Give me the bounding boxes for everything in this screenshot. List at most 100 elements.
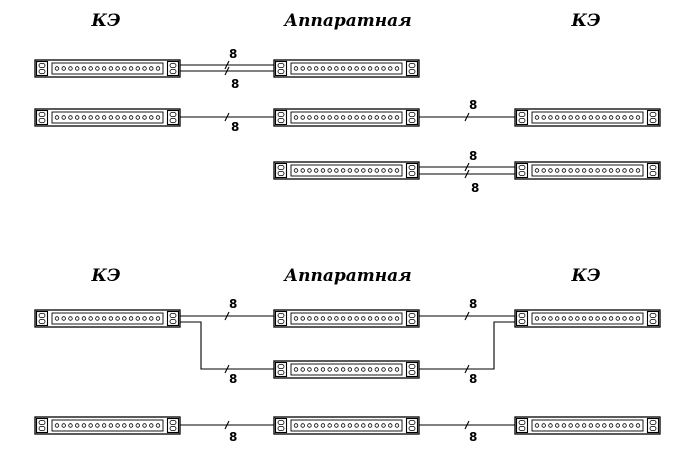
port-jack <box>361 168 366 173</box>
port-jack <box>88 423 93 428</box>
port-jack <box>534 423 540 428</box>
patch-panel-ke-right <box>514 309 661 328</box>
port-jack <box>101 115 107 120</box>
port-jack <box>588 168 594 173</box>
port-jack <box>142 115 147 120</box>
port-strip <box>290 62 403 75</box>
port-jack <box>615 115 620 120</box>
port-strip <box>290 164 403 177</box>
port-jack <box>635 115 641 120</box>
port-jack <box>394 115 400 120</box>
panel-ear-right <box>166 60 180 77</box>
panel-ear-left <box>274 109 288 126</box>
panel-ear-left <box>274 162 288 179</box>
port-jack <box>561 316 567 321</box>
port-jack <box>381 168 386 173</box>
panel-ear-right <box>405 60 419 77</box>
port-jack <box>635 168 641 173</box>
port-jack <box>54 316 60 321</box>
port-jack <box>541 316 546 321</box>
port-jack <box>327 367 332 372</box>
port-jack <box>88 316 93 321</box>
port-jack <box>381 316 386 321</box>
port-jack <box>61 66 66 71</box>
port-jack <box>615 316 620 321</box>
port-jack <box>608 423 614 428</box>
port-jack <box>320 316 326 321</box>
port-strip <box>290 312 403 325</box>
port-jack <box>541 168 546 173</box>
port-jack <box>340 66 346 71</box>
port-jack <box>361 66 366 71</box>
port-jack <box>293 367 299 372</box>
port-jack <box>629 115 634 120</box>
link-ring: 8 8 8 8 <box>180 297 515 386</box>
panel-ear-left <box>35 310 49 327</box>
header-ke-left-2: КЭ <box>91 266 121 286</box>
port-jack <box>394 367 400 372</box>
port-jack <box>293 66 299 71</box>
port-jack <box>381 423 386 428</box>
port-jack <box>388 423 393 428</box>
patch-panel-ke-left <box>34 416 181 435</box>
port-jack <box>394 66 400 71</box>
port-jack <box>367 423 373 428</box>
port-jack <box>108 66 114 71</box>
patch-panel-equipment-room <box>273 161 420 180</box>
port-jack <box>327 66 332 71</box>
port-jack <box>108 423 114 428</box>
port-jack <box>320 367 326 372</box>
port-jack <box>128 115 134 120</box>
port-jack <box>381 115 386 120</box>
patch-panel-ke-left <box>34 108 181 127</box>
port-jack <box>314 168 319 173</box>
port-jack <box>115 115 120 120</box>
link-count-label: 8 <box>469 149 477 163</box>
link-count-label: 8 <box>229 47 237 61</box>
port-jack <box>595 316 600 321</box>
port-jack <box>561 115 567 120</box>
port-jack <box>388 168 393 173</box>
port-jack <box>629 168 634 173</box>
panel-ear-right <box>405 162 419 179</box>
port-jack <box>388 316 393 321</box>
port-jack <box>555 115 560 120</box>
port-jack <box>327 168 332 173</box>
port-strip <box>51 312 164 325</box>
port-jack <box>128 316 134 321</box>
port-jack <box>128 423 134 428</box>
port-jack <box>300 367 305 372</box>
port-strip <box>51 419 164 432</box>
port-jack <box>54 423 60 428</box>
patch-panel-ke-right <box>514 161 661 180</box>
panel-ear-left <box>35 417 49 434</box>
port-jack <box>575 423 580 428</box>
port-jack <box>367 168 373 173</box>
port-jack <box>347 115 353 120</box>
port-jack <box>534 115 540 120</box>
port-jack <box>307 168 312 173</box>
port-jack <box>68 115 73 120</box>
port-jack <box>608 168 614 173</box>
port-jack <box>320 168 326 173</box>
link-row2: 8 8 <box>180 98 515 134</box>
port-jack <box>327 423 332 428</box>
link-count-label: 8 <box>469 98 477 112</box>
panel-ear-left <box>274 310 288 327</box>
port-jack <box>347 66 353 71</box>
port-jack <box>575 115 580 120</box>
panel-ear-right <box>405 361 419 378</box>
port-jack <box>555 316 560 321</box>
port-jack <box>81 115 87 120</box>
port-jack <box>95 66 100 71</box>
port-jack <box>95 115 100 120</box>
port-jack <box>88 66 93 71</box>
port-jack <box>588 316 594 321</box>
port-jack <box>101 316 107 321</box>
panel-ear-right <box>646 162 660 179</box>
port-jack <box>354 66 359 71</box>
port-jack <box>595 115 600 120</box>
port-jack <box>54 66 60 71</box>
port-jack <box>394 423 400 428</box>
port-jack <box>568 423 573 428</box>
